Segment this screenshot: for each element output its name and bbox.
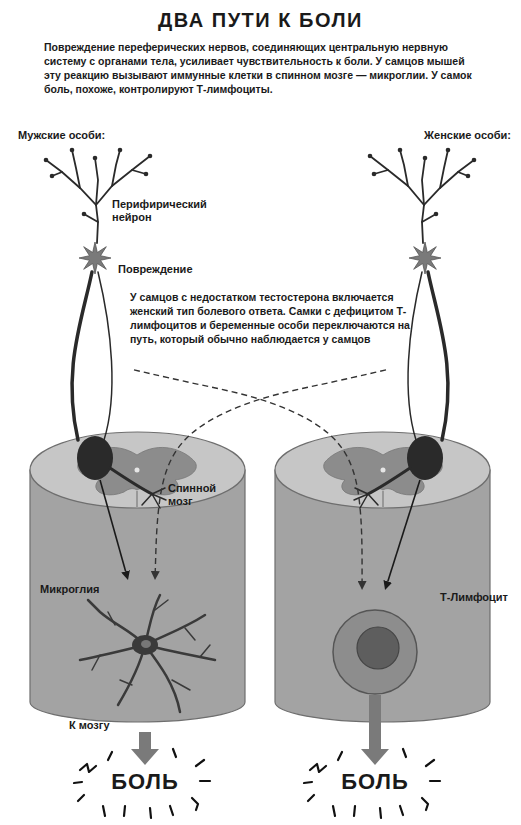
node-text: Мужские особи:: [18, 128, 148, 142]
dashed-arrow: [134, 370, 362, 581]
edge-label: К мозгу: [69, 718, 139, 732]
node-text: Микроглия: [40, 582, 130, 596]
output-arrow: [369, 695, 381, 749]
microglia-illustration: [80, 595, 215, 712]
dashed-arrow: [155, 370, 386, 571]
pain-marks: [304, 749, 440, 818]
microglia-node: Микроглия: [38, 580, 238, 732]
male-pathway-illustration: [30, 148, 245, 722]
node-text: Т-Лимфоцит: [398, 590, 508, 604]
intro-note: Повреждение переферических нервов, соеди…: [44, 40, 484, 96]
pain-node: БОЛЬ: [95, 765, 195, 799]
output-arrow: [139, 732, 151, 749]
signal-arrow: [100, 480, 126, 571]
node-text: БОЛЬ: [95, 768, 195, 796]
female-pathway-illustration: [275, 148, 490, 722]
t-lymphocyte-illustration: [333, 610, 417, 694]
node-text: Перифирический нейрон: [112, 198, 212, 224]
neuron-node: Мужские особи:Перифирический нейронПовре…: [14, 126, 134, 480]
neuron-node: Женские особи:: [386, 126, 506, 480]
region-label: Спинной мозг: [168, 482, 238, 508]
switch-note: У самцов с недостатком тестостерона вклю…: [130, 290, 410, 346]
t-lymphocyte-node: Т-Лимфоцит: [318, 590, 508, 695]
node-text: Женские особи:: [396, 128, 511, 142]
pain-node: БОЛЬ: [325, 765, 425, 799]
node-text: Повреждение: [118, 262, 218, 276]
pain-marks: [74, 749, 210, 818]
node-text: БОЛЬ: [325, 768, 425, 796]
diagram-title: ДВА ПУТИ К БОЛИ: [0, 8, 521, 32]
signal-arrow: [388, 480, 420, 581]
